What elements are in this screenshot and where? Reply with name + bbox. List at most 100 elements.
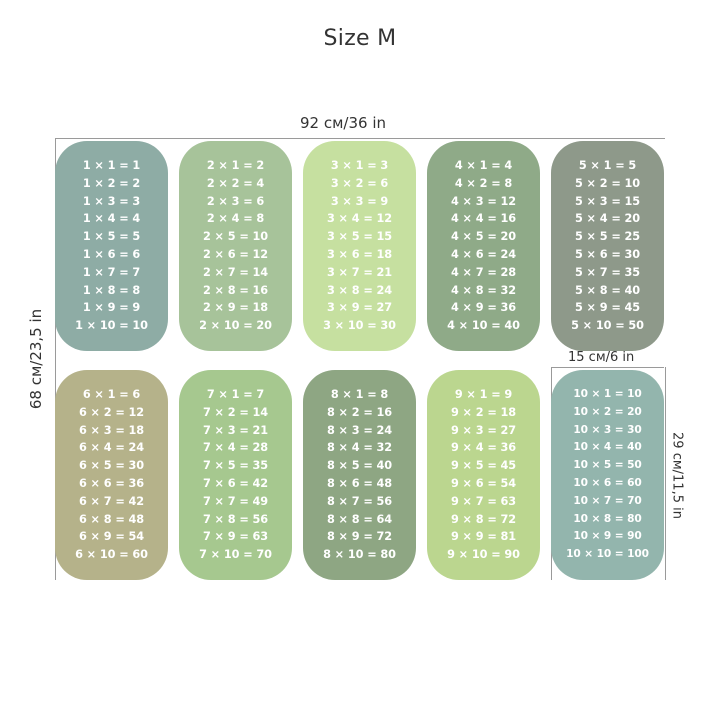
multiplication-row: 10 × 8 = 80 [573, 512, 642, 525]
card-width-dimension-label: 15 см/6 in [568, 350, 635, 365]
multiplication-row: 3 × 3 = 9 [330, 194, 389, 208]
multiplication-row: 10 × 2 = 20 [573, 405, 642, 418]
times-table-card-7: 7 × 1 = 7 7 × 2 = 14 7 × 3 = 21 7 × 4 = 28 7… [179, 370, 292, 580]
height-dimension-line [55, 138, 56, 580]
multiplication-row: 3 × 8 = 24 [326, 283, 393, 297]
multiplication-row: 1 × 5 = 5 [82, 230, 141, 244]
multiplication-row: 5 × 2 = 10 [574, 176, 641, 190]
multiplication-row: 9 × 7 = 63 [450, 494, 517, 508]
multiplication-row: 10 × 3 = 30 [573, 423, 642, 436]
multiplication-row: 5 × 5 = 25 [574, 230, 641, 244]
multiplication-row: 5 × 9 = 45 [574, 301, 641, 315]
multiplication-row: 8 × 9 = 72 [326, 530, 393, 544]
multiplication-row: 4 × 4 = 16 [450, 212, 517, 226]
page-title: Size M [323, 26, 397, 51]
multiplication-row: 3 × 1 = 3 [330, 159, 389, 173]
multiplication-row: 1 × 8 = 8 [82, 283, 141, 297]
multiplication-row: 6 × 10 = 60 [75, 548, 148, 562]
multiplication-row: 9 × 8 = 72 [450, 512, 517, 526]
multiplication-row: 10 × 6 = 60 [573, 477, 642, 489]
times-table-card-5: 5 × 1 = 5 5 × 2 = 10 5 × 3 = 15 5 × 4 = 20 5… [551, 141, 664, 351]
multiplication-row: 4 × 1 = 4 [454, 159, 513, 173]
multiplication-row: 9 × 2 = 18 [450, 405, 517, 419]
multiplication-row: 6 × 8 = 48 [78, 512, 145, 526]
multiplication-row: 7 × 5 = 35 [202, 459, 269, 473]
multiplication-row: 4 × 10 = 40 [447, 319, 520, 333]
multiplication-row: 8 × 2 = 16 [326, 405, 393, 419]
multiplication-row: 4 × 9 = 36 [450, 301, 517, 315]
multiplication-row: 7 × 6 = 42 [202, 477, 269, 490]
multiplication-row: 1 × 1 = 1 [82, 159, 141, 173]
multiplication-row: 5 × 10 = 50 [571, 319, 644, 333]
multiplication-row: 2 × 3 = 6 [206, 194, 265, 208]
multiplication-row: 6 × 2 = 12 [78, 405, 145, 419]
multiplication-row: 10 × 5 = 50 [573, 459, 642, 472]
multiplication-row: 8 × 3 = 24 [326, 423, 393, 437]
multiplication-row: 2 × 5 = 10 [202, 230, 269, 244]
multiplication-row: 6 × 9 = 54 [78, 530, 145, 544]
multiplication-row: 7 × 1 = 7 [206, 388, 265, 402]
multiplication-row: 5 × 4 = 20 [574, 212, 641, 226]
multiplication-row: 3 × 4 = 12 [326, 212, 393, 226]
times-table-card-4: 4 × 1 = 4 4 × 2 = 8 4 × 3 = 12 4 × 4 = 16 4 … [427, 141, 540, 351]
multiplication-row: 6 × 1 = 6 [82, 388, 141, 402]
multiplication-row: 8 × 1 = 8 [330, 388, 389, 402]
multiplication-row: 2 × 9 = 18 [202, 301, 269, 315]
multiplication-row: 9 × 9 = 81 [450, 530, 517, 544]
multiplication-row: 8 × 8 = 64 [326, 512, 393, 526]
multiplication-row: 9 × 4 = 36 [450, 441, 517, 455]
multiplication-row: 10 × 7 = 70 [573, 494, 642, 507]
multiplication-row: 6 × 5 = 30 [78, 459, 145, 473]
multiplication-row: 1 × 7 = 7 [82, 265, 141, 279]
multiplication-row: 5 × 1 = 5 [578, 159, 637, 173]
multiplication-row: 3 × 10 = 30 [323, 319, 396, 333]
card-width-dimension-line [551, 367, 664, 368]
times-table-card-3: 3 × 1 = 3 3 × 2 = 6 3 × 3 = 9 3 × 4 = 12 3 ×… [303, 141, 416, 351]
multiplication-row: 10 × 4 = 40 [573, 441, 642, 454]
multiplication-row: 2 × 8 = 16 [202, 283, 269, 297]
multiplication-row: 7 × 3 = 21 [202, 423, 269, 437]
multiplication-row: 1 × 2 = 2 [82, 176, 141, 190]
multiplication-row: 9 × 6 = 54 [450, 477, 517, 490]
multiplication-row: 7 × 9 = 63 [202, 530, 269, 544]
multiplication-row: 1 × 9 = 9 [82, 301, 141, 315]
multiplication-row: 4 × 6 = 24 [450, 248, 517, 261]
multiplication-row: 4 × 7 = 28 [450, 265, 517, 279]
multiplication-row: 2 × 1 = 2 [206, 159, 265, 173]
multiplication-row: 5 × 8 = 40 [574, 283, 641, 297]
multiplication-row: 3 × 7 = 21 [326, 265, 393, 279]
multiplication-row: 2 × 2 = 4 [206, 176, 265, 190]
multiplication-row: 8 × 10 = 80 [323, 548, 396, 562]
multiplication-row: 7 × 2 = 14 [202, 405, 269, 419]
multiplication-row: 2 × 4 = 8 [206, 212, 265, 226]
multiplication-row: 1 × 6 = 6 [82, 248, 141, 261]
multiplication-row: 2 × 7 = 14 [202, 265, 269, 279]
multiplication-row: 6 × 6 = 36 [78, 477, 145, 490]
height-dimension-label: 68 см/23,5 in [27, 308, 45, 410]
multiplication-row: 7 × 4 = 28 [202, 441, 269, 455]
width-dimension-line [55, 138, 665, 139]
times-table-card-2: 2 × 1 = 2 2 × 2 = 4 2 × 3 = 6 2 × 4 = 8 2 × … [179, 141, 292, 351]
multiplication-row: 10 × 10 = 100 [566, 548, 649, 561]
multiplication-row: 5 × 3 = 15 [574, 194, 641, 208]
multiplication-row: 4 × 8 = 32 [450, 283, 517, 297]
multiplication-row: 1 × 4 = 4 [82, 212, 141, 226]
multiplication-row: 8 × 7 = 56 [326, 494, 393, 508]
multiplication-row: 3 × 6 = 18 [326, 248, 393, 261]
multiplication-row: 6 × 7 = 42 [78, 494, 145, 508]
multiplication-row: 3 × 2 = 6 [330, 176, 389, 190]
multiplication-row: 2 × 10 = 20 [199, 319, 272, 333]
multiplication-row: 4 × 3 = 12 [450, 194, 517, 208]
multiplication-row: 7 × 7 = 49 [202, 494, 269, 508]
multiplication-row: 2 × 6 = 12 [202, 248, 269, 261]
multiplication-row: 4 × 2 = 8 [454, 176, 513, 190]
card-height-dimension-line [665, 367, 666, 580]
multiplication-row: 8 × 5 = 40 [326, 459, 393, 473]
multiplication-row: 7 × 10 = 70 [199, 548, 272, 562]
multiplication-row: 5 × 7 = 35 [574, 265, 641, 279]
multiplication-row: 6 × 4 = 24 [78, 441, 145, 455]
